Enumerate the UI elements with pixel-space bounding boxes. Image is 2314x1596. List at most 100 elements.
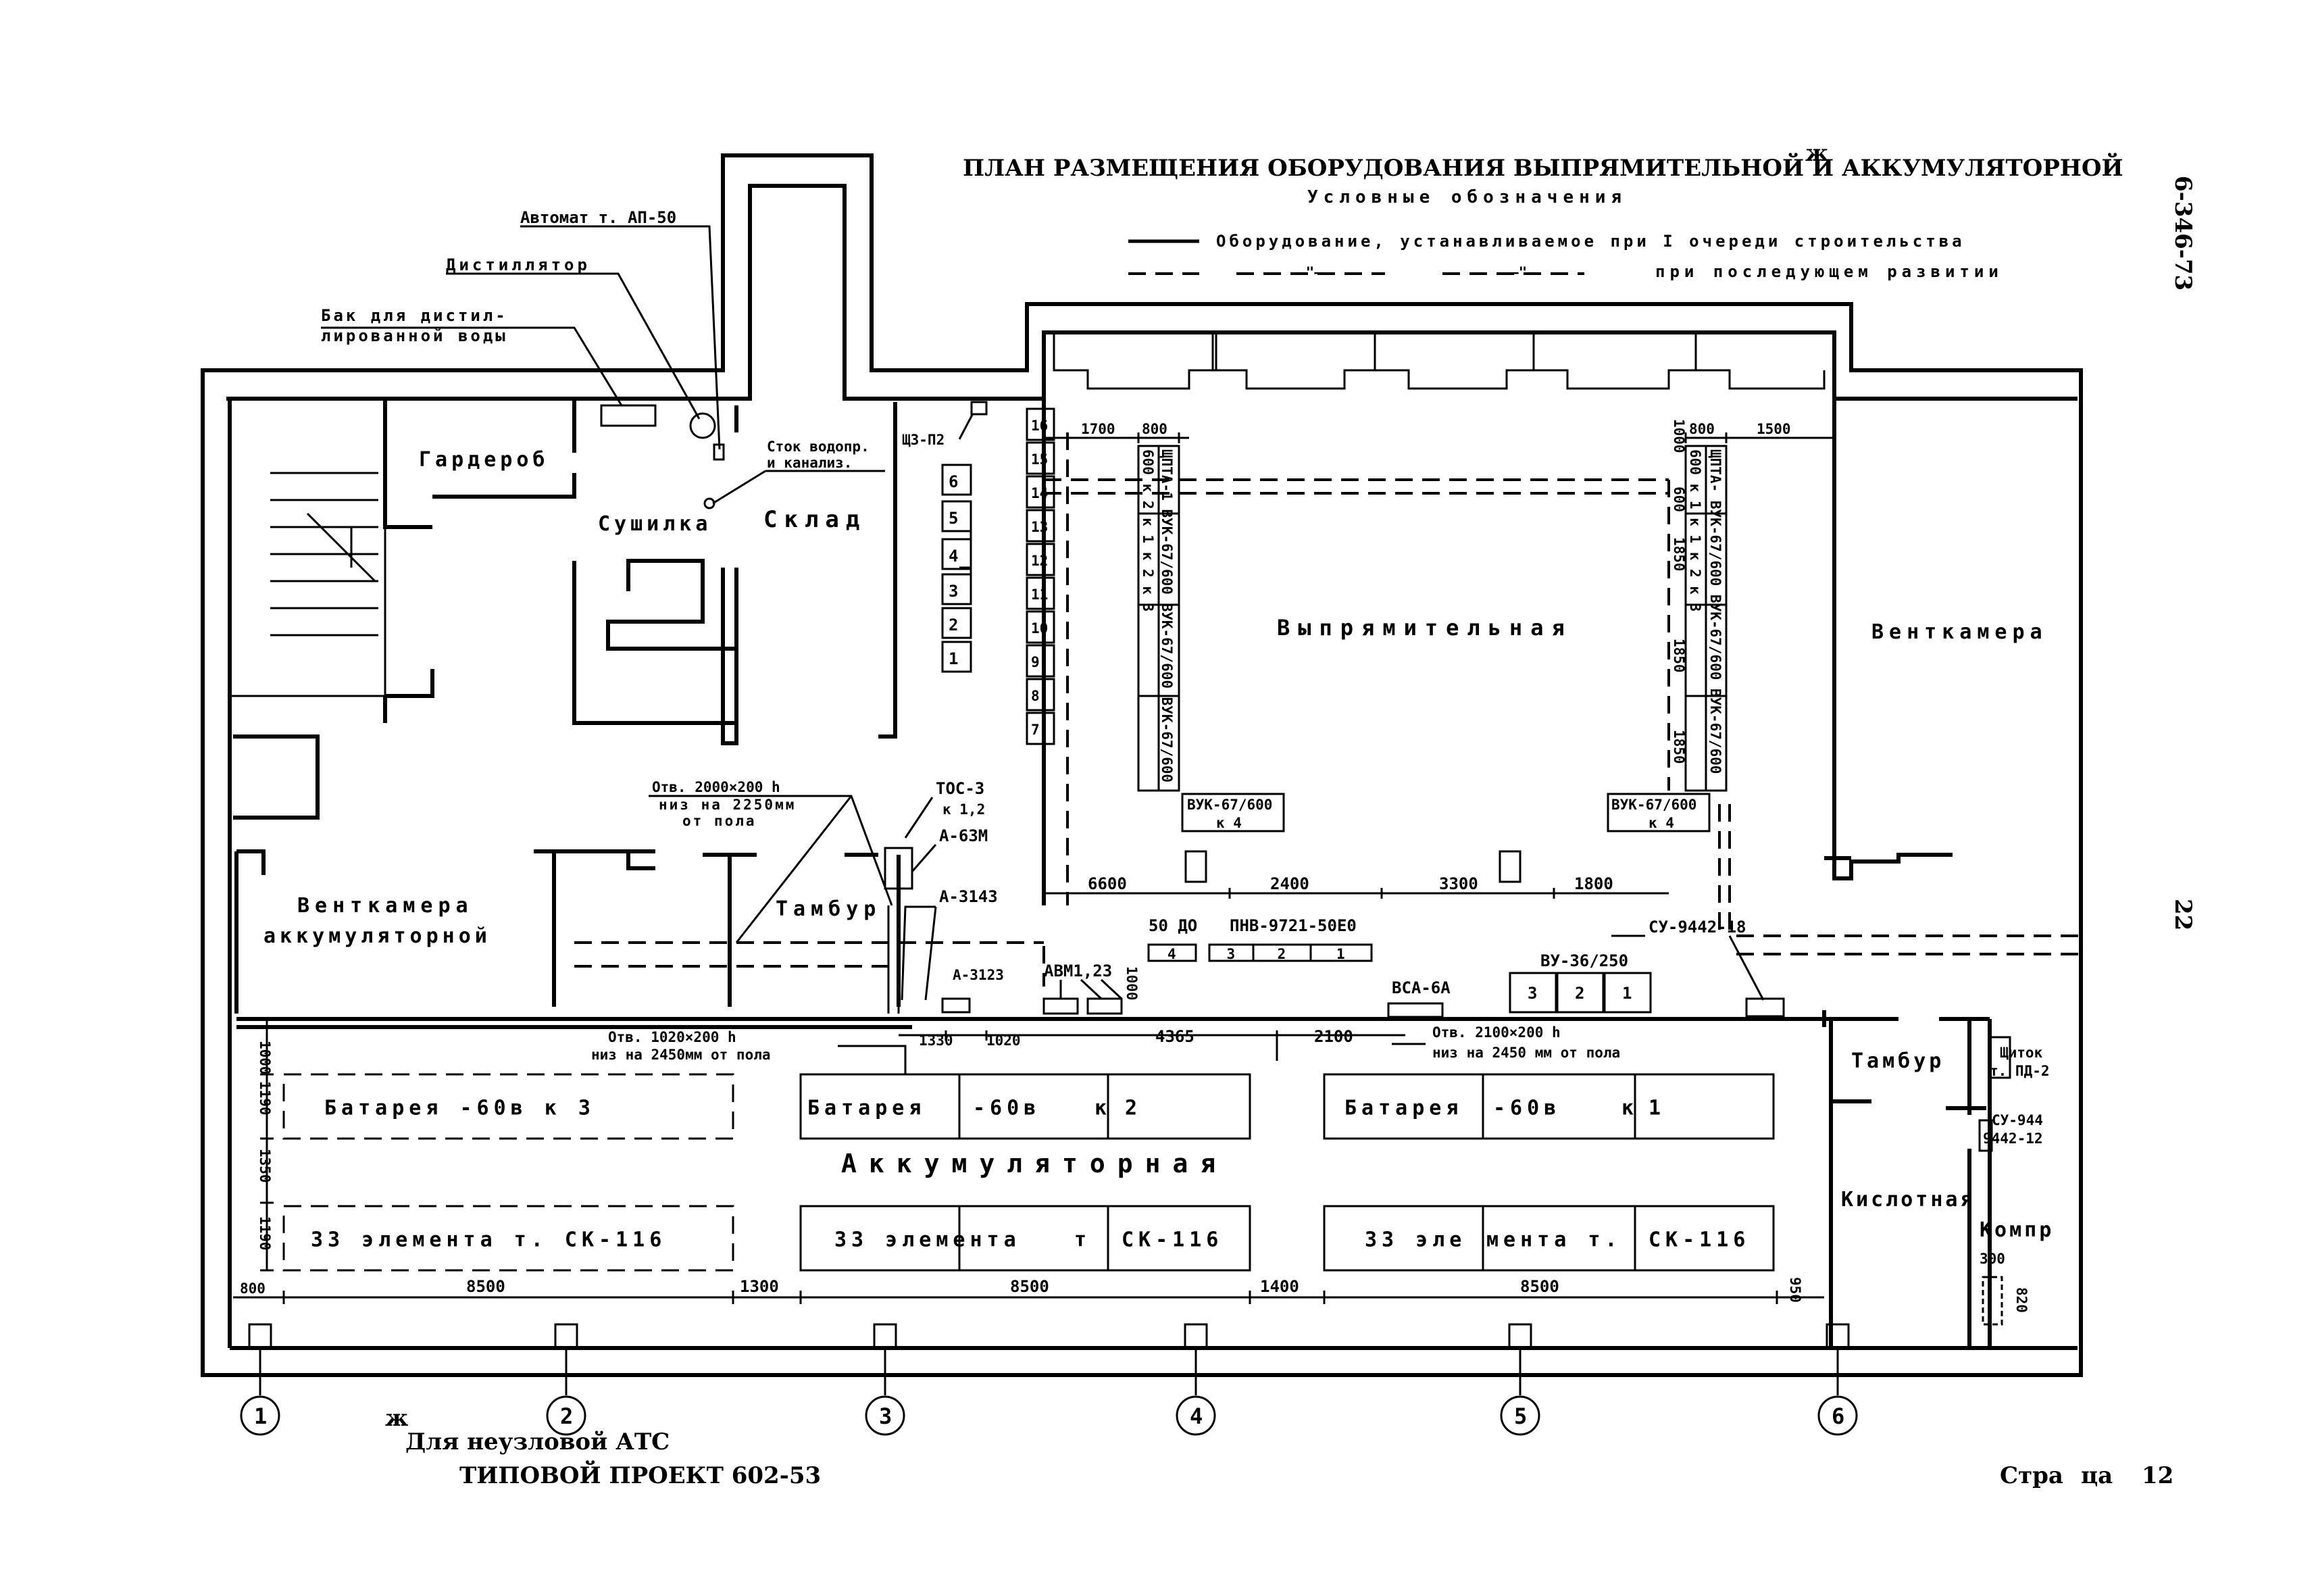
vuk-left-bottom <box>1181 793 1285 832</box>
dim-1700: 1700 <box>1081 421 1115 437</box>
vuk-right-bottom-k: к 4 <box>1649 815 1674 831</box>
axis-label-6: 6 <box>1832 1403 1844 1429</box>
callout-drain-2: и канализ. <box>767 455 852 471</box>
partition-sushilka <box>572 559 738 725</box>
page-label-tail: ца <box>2081 1462 2113 1489</box>
vuk-right-bottom-label: ВУК-67/600 <box>1611 797 1696 813</box>
battery-k3: Батарея -60в к 3 <box>282 1073 734 1140</box>
axis-bubble-1 <box>240 1395 280 1436</box>
elements-k3-label-0: 33 элемента т. СК-116 <box>311 1228 666 1252</box>
a3123-box <box>941 997 971 1014</box>
leader-avm <box>1059 978 1123 1000</box>
elements-k1-label-2: СК-116 <box>1649 1228 1750 1252</box>
drain-icon <box>703 497 715 509</box>
dim-8500-b: 8500 <box>1010 1277 1049 1296</box>
callout-drain-1: Сток водопр. <box>767 439 870 455</box>
dim-1850-c: 1850 <box>1671 730 1687 764</box>
callout-otv3-1: Отв. 2100×200 h <box>1432 1024 1561 1041</box>
dim-1330: 1330 <box>919 1032 953 1049</box>
vu36-panel-label-1: 1 <box>1622 984 1632 1003</box>
avm-box-2 <box>1086 997 1123 1015</box>
dim-600-right: 600 <box>1671 487 1687 512</box>
callout-shchitok-2: т. ПД-2 <box>1990 1063 2050 1079</box>
kislotnaya-wall <box>1829 1017 1992 1348</box>
axis-bubble-4 <box>1176 1395 1216 1436</box>
rack-11 <box>1026 576 1055 610</box>
dim-1020: 1020 <box>986 1032 1021 1049</box>
dim-2100: 2100 <box>1314 1027 1353 1046</box>
elements-k3: 33 элемента т. СК-116 <box>282 1205 734 1272</box>
room-tambur-1: Тамбур <box>776 897 881 921</box>
cabinet-link <box>959 527 972 601</box>
cabinet-1 <box>941 641 972 673</box>
stairwell <box>228 397 386 697</box>
pnv-panel-label-4: 4 <box>1167 946 1176 962</box>
vuk-left-vertical-sub: 600 к 2 к 1 к 2 к 3 <box>1140 449 1156 612</box>
vuk-left-vertical-label: ЩПТА-1 ВУК-67/600 ВУК-67/600 ВУК-67/600 <box>1159 449 1175 782</box>
pnv-panel-label-1: 1 <box>1336 946 1345 962</box>
callout-50do: 50 ДО <box>1149 916 1197 935</box>
rectifier-room-wall <box>1042 399 1836 905</box>
callout-pnv: ПНВ-9721-50Е0 <box>1230 916 1357 935</box>
vu36-panel-3 <box>1509 972 1557 1014</box>
dim-row-bottom <box>233 1291 1824 1304</box>
legend-future-stage: при последующем развитии <box>1655 262 2003 281</box>
rack-7 <box>1026 712 1055 745</box>
axis-label-2: 2 <box>560 1403 573 1429</box>
callout-a63m: А-63М <box>939 826 988 845</box>
dim-1190-a: 1190 <box>257 1081 273 1116</box>
cabinet-6 <box>941 464 972 496</box>
vuk-left-bottom-label: ВУК-67/600 <box>1187 797 1272 813</box>
vuk-right-vertical-label: ЩПТА- ВУК-67/600 ВУК-67/600 ВУК-67/600 <box>1707 449 1724 774</box>
dim-820: 820 <box>2013 1287 2030 1313</box>
column-3 <box>873 1323 897 1349</box>
footnote: Для неузловой АТС <box>405 1428 670 1455</box>
cabinet-2 <box>941 607 972 639</box>
axis-bubble-2 <box>546 1395 586 1436</box>
axis-label-3: 3 <box>879 1403 892 1429</box>
pnv-panel-label-2: 2 <box>1278 946 1286 962</box>
elements-k2-outline <box>799 1205 1251 1272</box>
rack-13 <box>1026 509 1055 543</box>
leader-a3143 <box>901 905 937 1001</box>
dim-1000-top: 1000 <box>1671 419 1687 453</box>
callout-vca6a: ВСА-6А <box>1392 978 1451 997</box>
callout-otv1-1: Отв. 2000×200 h <box>652 779 780 795</box>
callout-distillator: Дистиллятор <box>446 255 590 274</box>
partition-garderob <box>233 399 434 820</box>
cabinet-label-5: 5 <box>949 509 958 528</box>
rack-10 <box>1026 610 1055 644</box>
footnote-mark: ж <box>385 1405 408 1432</box>
dim-line-top-left <box>1042 432 1189 443</box>
vu36-panel-2 <box>1556 972 1605 1014</box>
battery-k2-outline <box>799 1073 1251 1140</box>
pnv-panel-1 <box>1309 943 1373 962</box>
axis-label-1: 1 <box>254 1403 267 1429</box>
battery-k2-label-0: Батарея <box>807 1097 926 1120</box>
dim-3300: 3300 <box>1439 874 1478 893</box>
leader-tank <box>321 326 623 406</box>
ventkamera-wall <box>1824 853 1953 880</box>
rectifier-small-box-2 <box>1499 850 1521 883</box>
room-sushilka: Сушилка <box>598 512 711 536</box>
callout-vu36: ВУ-36/250 <box>1540 951 1628 970</box>
dim-950: 950 <box>1787 1277 1803 1303</box>
dim-1350: 1350 <box>257 1149 273 1183</box>
shchitok-box <box>1988 1036 2011 1079</box>
cabinet-label-6: 6 <box>949 472 958 491</box>
column-2 <box>554 1323 578 1349</box>
axis-bubble-5 <box>1500 1395 1540 1436</box>
callout-tank-2: лированной воды <box>321 326 508 345</box>
axis-bubble-3 <box>865 1395 905 1436</box>
legend-title: Условные обозначения <box>1307 187 1627 207</box>
panel-shch3 <box>970 401 988 416</box>
callout-a3123: А-3123 <box>953 967 1004 983</box>
elements-k3-outline <box>282 1205 734 1272</box>
callout-toc3-2: к 1,2 <box>942 801 985 818</box>
page-number: 12 <box>2142 1462 2173 1489</box>
dim-6600: 6600 <box>1088 874 1127 893</box>
